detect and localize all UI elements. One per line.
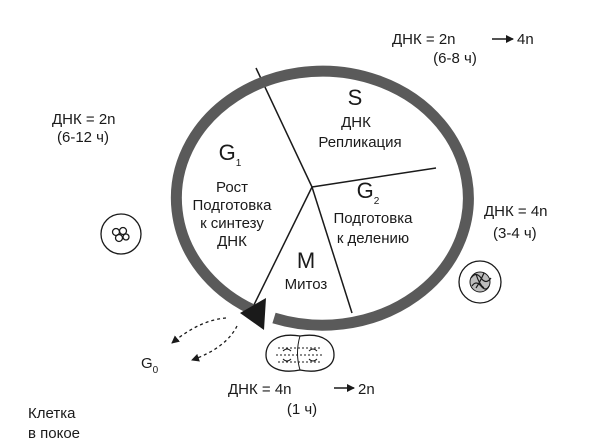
phase-g2-line-1: Подготовка [334, 210, 414, 227]
divider-m-g1 [247, 186, 313, 318]
phase-s-line-2: Репликация [318, 134, 401, 151]
g0-label: G0 [141, 355, 159, 376]
phase-g2-line-2: к делению [337, 230, 409, 247]
annotation-g2: ДНК = 4n (3-4 ч) [484, 203, 548, 242]
phase-g1-title: G1 [219, 140, 242, 169]
annotation-m-dna-to: 2n [358, 381, 375, 398]
phase-m-title: M [297, 248, 315, 273]
divider-g1-s [255, 67, 313, 188]
annotation-m-time: (1 ч) [287, 401, 317, 418]
resting-cell-caption: Клетка в покое [28, 405, 80, 442]
g0-branch: G0 [141, 317, 238, 376]
annotation-m-dna: ДНК = 4n [228, 381, 292, 398]
sector-dividers [247, 67, 437, 318]
g0-arrow-in [171, 317, 227, 344]
phase-g2-title: G2 [357, 178, 380, 207]
g1-cell-icon [100, 213, 142, 255]
annotation-g1: ДНК = 2n (6-12 ч) [52, 111, 116, 146]
annotation-g1-time: (6-12 ч) [57, 129, 109, 146]
annotation-g2-time: (3-4 ч) [493, 225, 537, 242]
annotation-s-dna-to: 4n [517, 31, 534, 48]
g2-cell-icon [458, 260, 502, 304]
phase-s: S ДНК Репликация [318, 85, 401, 151]
phase-m-line-1: Митоз [285, 276, 328, 293]
divider-s-g2 [311, 167, 437, 188]
cycle-ring [170, 65, 474, 331]
phase-s-title: S [348, 85, 363, 110]
phase-g1-line-3: к синтезу [200, 215, 264, 232]
annotation-s-dna: ДНК = 2n [392, 31, 456, 48]
annotation-s: ДНК = 2n 4n (6-8 ч) [392, 31, 534, 67]
dividing-cell-icon [265, 334, 335, 372]
phase-g1-line-4: ДНК [217, 233, 247, 250]
annotation-g2-dna: ДНК = 4n [484, 203, 548, 220]
phase-g1-line-2: Подготовка [193, 197, 273, 214]
g0-arrow-out [191, 325, 238, 362]
phase-g1-line-1: Рост [216, 179, 248, 196]
phase-s-line-1: ДНК [341, 114, 371, 131]
annotation-s-time: (6-8 ч) [433, 50, 477, 67]
divider-g2-m [311, 186, 353, 314]
phase-m: M Митоз [285, 248, 328, 293]
phase-g2: G2 Подготовка к делению [334, 178, 414, 247]
annotation-g1-dna: ДНК = 2n [52, 111, 116, 128]
resting-cell-line-1: Клетка [28, 405, 76, 422]
annotation-m: ДНК = 4n 2n (1 ч) [228, 381, 375, 418]
resting-cell-line-2: в покое [28, 425, 80, 442]
cycle-arrowhead [240, 298, 266, 330]
phase-g1: G1 Рост Подготовка к синтезу ДНК [193, 140, 273, 250]
